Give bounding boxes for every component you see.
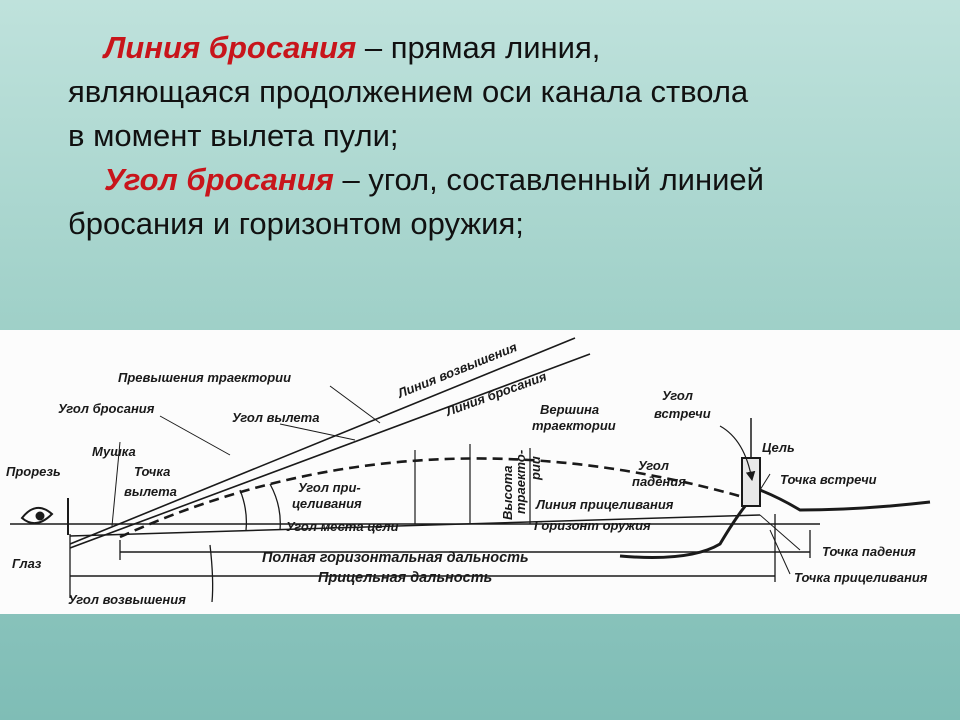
label-angle-of-departure: Угол бросания (58, 401, 155, 416)
definition-2-rest: – угол, составленный линией (333, 162, 764, 197)
label-aiming-line: Линия прицеливания (535, 497, 674, 512)
label-target-site-angle: Угол места цели (286, 519, 399, 534)
definition-angle-of-departure: Угол бросания – угол, составленный линие… (68, 158, 913, 246)
label-aiming-angle-2: целивания (292, 496, 362, 511)
elevation-line (69, 337, 576, 545)
label-eye: Глаз (12, 556, 42, 571)
label-full-horizontal-range: Полная горизонтальная дальность (262, 550, 529, 566)
label-fall-point: Точка падения (822, 544, 916, 559)
diagram-labels: Линия возвышения Линия бросания Превышен… (6, 339, 928, 607)
term-line-of-departure: Линия бросания (104, 30, 357, 65)
definitions-text: Линия бросания – прямая линия, являющаяс… (68, 26, 913, 246)
label-trajectory-summit-2: траектории (532, 418, 616, 433)
definition-1-rest: прямая линия, (390, 30, 601, 65)
label-weapon-horizon: Горизонт оружия (534, 518, 651, 533)
label-aiming-point: Точка прицеливания (794, 570, 928, 585)
label-rear-sight: Прорезь (6, 464, 61, 479)
definition-1-line-2-text: являющаяся продолжением оси канала ствол… (68, 74, 749, 109)
label-angle-of-impact-1: Угол (662, 388, 693, 403)
label-angle-of-impact-2: встречи (654, 406, 711, 421)
label-departure-point-1: Точка (134, 464, 170, 479)
dash: – (364, 30, 383, 65)
label-trajectory-height-3: рии (528, 456, 543, 481)
definition-line-of-departure: Линия бросания – прямая линия, являющаяс… (68, 26, 913, 158)
eye-icon (20, 507, 54, 525)
trajectory-diagram: Линия возвышения Линия бросания Превышен… (0, 330, 960, 614)
label-angle-of-fall-1: Угол (638, 458, 669, 473)
definition-1-line-2: являющаяся продолжением оси канала ствол… (68, 70, 913, 114)
label-departure-point-2: вылета (124, 484, 177, 499)
target-icon (741, 457, 761, 507)
label-trajectory-summit-1: Вершина (540, 402, 599, 417)
trajectory-curve (119, 457, 761, 539)
term-angle-of-departure: Угол бросания (104, 162, 334, 197)
definition-2-line-2: бросания и горизонтом оружия; (68, 206, 524, 241)
label-angle-of-fall-2: падения (632, 474, 686, 489)
label-angle-of-launch: Угол вылета (232, 410, 319, 425)
aiming-line (69, 514, 761, 537)
label-trajectory-height-1: Высота (500, 466, 515, 520)
definition-2-line-1: Угол бросания – угол, составленный линие… (68, 158, 913, 202)
label-trajectory-excess: Превышения траектории (118, 370, 291, 385)
label-aiming-angle-1: Угол при- (298, 480, 361, 495)
definition-1-line-3: в момент вылета пули; (68, 118, 399, 153)
trajectory-diagram-svg: Линия возвышения Линия бросания Превышен… (6, 337, 931, 607)
label-impact-point: Точка встречи (780, 472, 877, 487)
label-trajectory-height-2: траекто- (513, 450, 528, 514)
label-sighting-range: Прицельная дальность (318, 570, 492, 586)
line-of-departure (69, 353, 591, 549)
label-elevation-angle: Угол возвышения (68, 592, 186, 607)
label-target: Цель (762, 440, 795, 455)
definition-1-line-1: Линия бросания – прямая линия, (68, 26, 913, 70)
label-front-sight: Мушка (92, 444, 136, 459)
